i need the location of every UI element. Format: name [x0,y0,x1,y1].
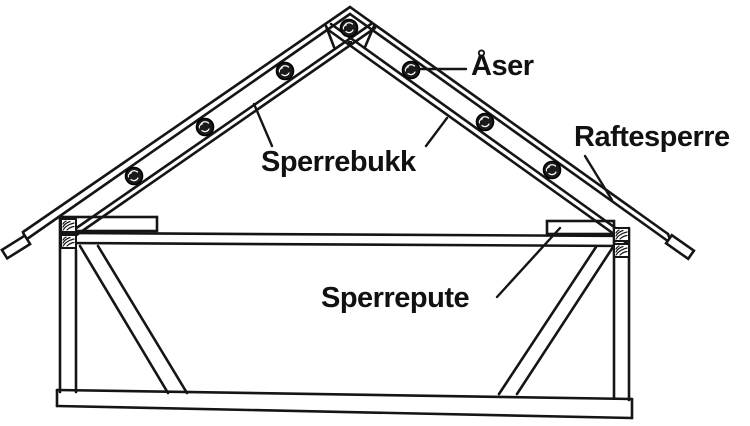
raftesperre-left [0,5,352,261]
sperrebukk-left-leader-line [252,102,274,148]
end-grain-icon [59,233,78,250]
leader-lines [252,67,614,299]
purlin-icon [275,61,295,81]
end-grain-icon [612,242,631,259]
label-raftesperre: Raftesperre [574,121,730,153]
end-grain-icon [59,217,78,234]
attic-frame [55,215,634,420]
sperrepute-leader-line [495,226,562,299]
end-grain-icon [612,226,631,243]
raftesperre-leader-line [583,154,614,202]
purlin-icon [124,166,144,186]
ridge-purlin-icon [339,18,359,38]
label-sperrebukk: Sperrebukk [261,146,416,178]
purlin-icon [542,160,562,180]
label-aaser: Åser [471,50,534,82]
purlin-icon [401,60,421,80]
top-beam [60,231,630,248]
purlin-icon [195,117,215,137]
raftesperre-right [348,5,696,261]
sperrebukk-right-leader-line [424,116,449,148]
purlins [124,18,562,186]
purlin-icon [475,112,495,132]
sperrebukk-left-rafter [60,22,377,247]
left-eave-end-board [0,233,32,261]
bottom-beam [55,388,634,420]
right-eave-end-board [664,233,696,261]
label-sperrepute: Sperrepute [321,282,470,314]
ridge-fastener-mark [348,41,352,47]
left-brace [78,244,189,395]
right-brace [497,245,615,396]
